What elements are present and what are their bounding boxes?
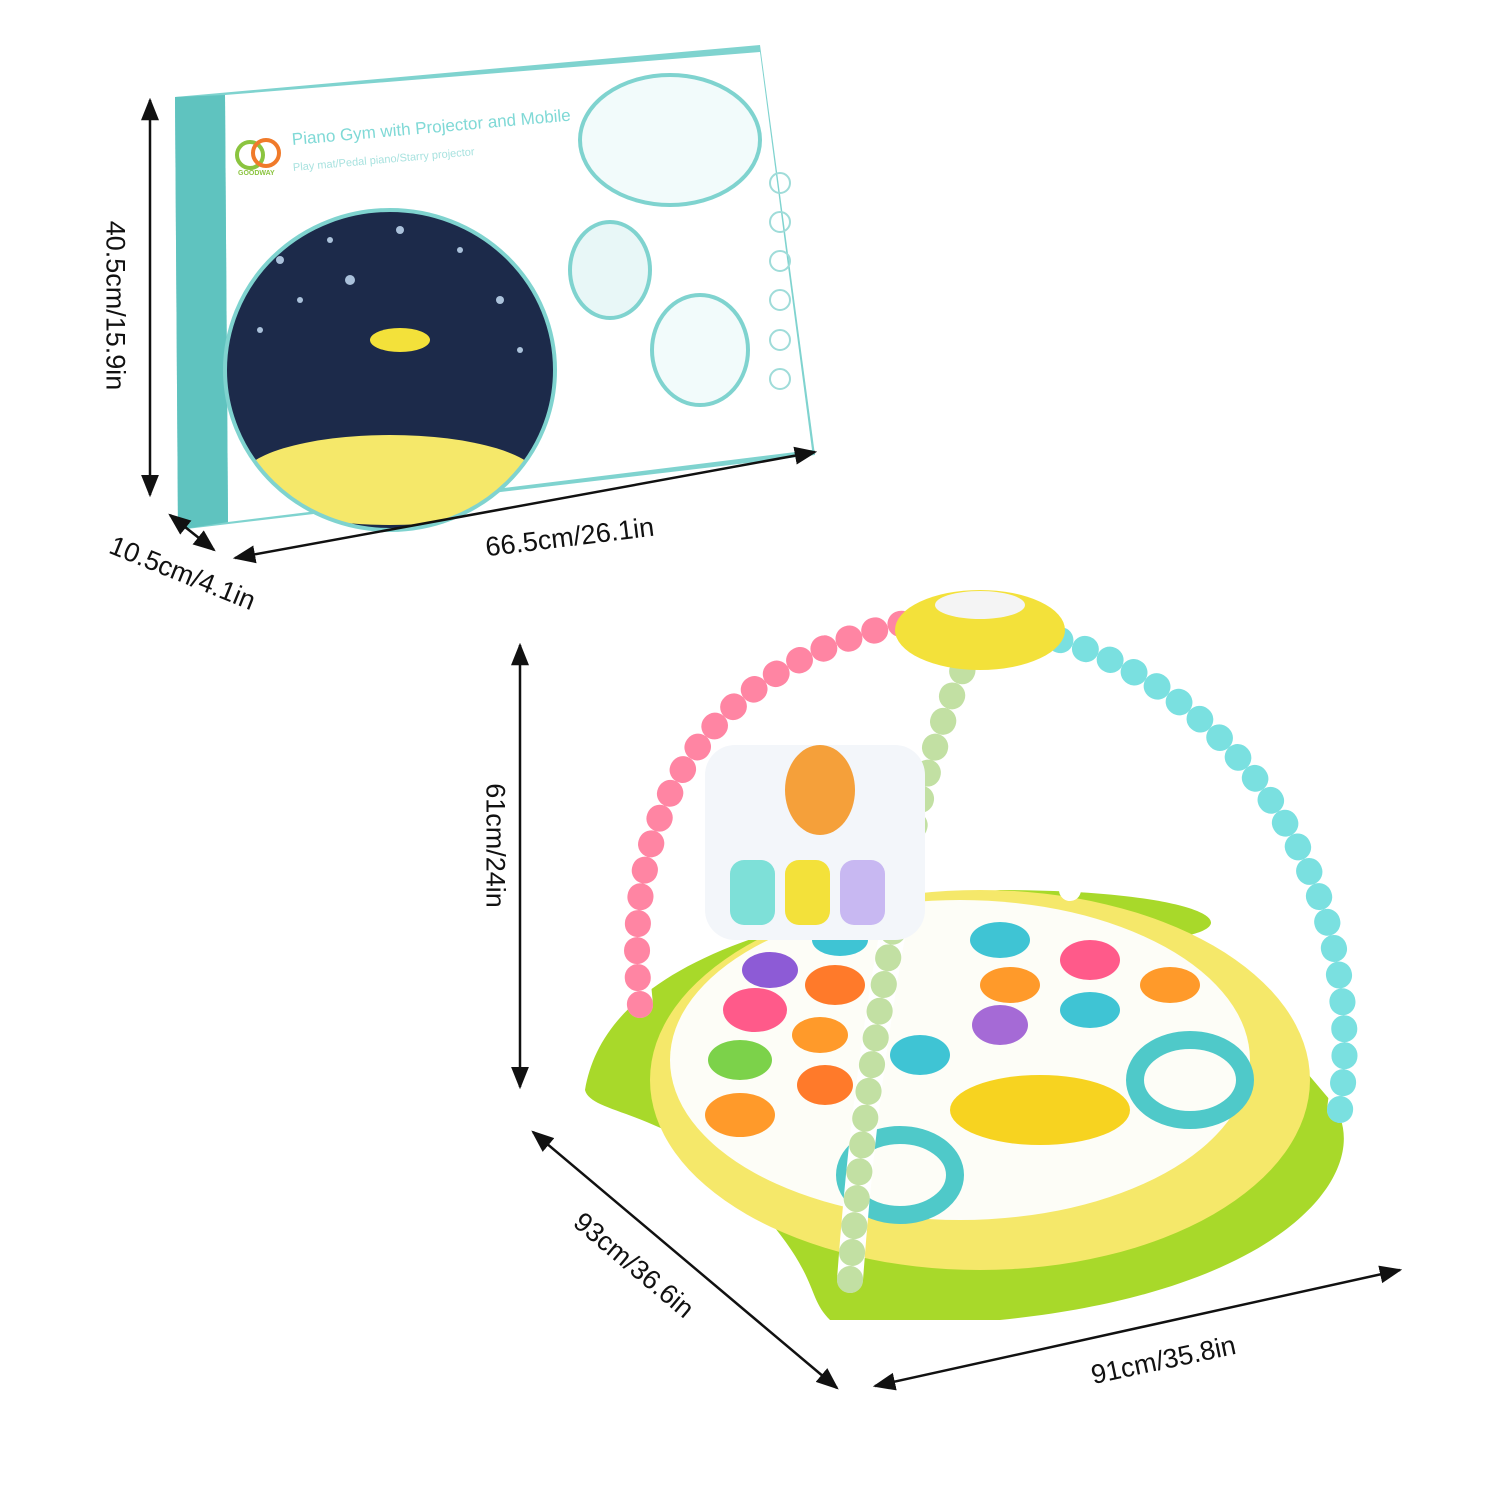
box-brand: GOODWAY	[238, 170, 275, 177]
brand-logo	[235, 140, 265, 170]
box-height-label: 40.5cm/15.9in	[100, 220, 131, 391]
mat-dots	[705, 922, 1254, 1224]
gym-arches	[624, 607, 1358, 1293]
gym-width-arrow	[872, 1265, 1403, 1391]
box-width-arrow	[232, 446, 818, 564]
gym-depth-arrow	[531, 1130, 839, 1390]
piano-panel	[705, 745, 925, 940]
box-depth-arrow	[168, 513, 216, 552]
projector	[895, 590, 1065, 670]
gym-height-label: 61cm/24in	[480, 783, 511, 908]
pillow	[950, 1075, 1130, 1145]
play-gym	[585, 590, 1358, 1320]
